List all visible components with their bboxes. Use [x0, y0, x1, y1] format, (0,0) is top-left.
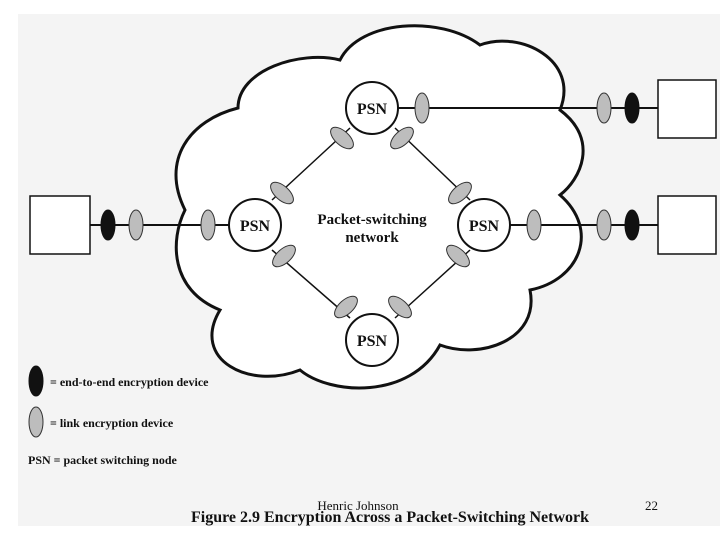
link-device-top-psn [414, 92, 430, 124]
link-device-bottom-left-psn [334, 295, 358, 319]
psn-label-right: PSN [469, 218, 500, 235]
host-top-right [657, 79, 717, 139]
link-device-left-top-psn [270, 181, 294, 205]
host-bottom-right [657, 195, 717, 255]
link-device-bottom-right-host [596, 209, 612, 241]
link-device-left-host [128, 209, 144, 241]
psn-node-bottom: PSN [345, 313, 399, 367]
host-left [29, 195, 91, 255]
footer-page-number: 22 [645, 498, 658, 513]
psn-label-bottom: PSN [357, 333, 388, 350]
link-device-top-left-psn [330, 126, 354, 150]
figure-caption: Figure 2.9 Encryption Across a Packet-Sw… [191, 509, 589, 526]
link-device-left-psn [200, 209, 216, 241]
psn-label-top: PSN [357, 101, 388, 118]
link-device-bottom-right-psn [388, 295, 412, 319]
link-device-top-right-host [596, 92, 612, 124]
legend-end-to-end-label: = end-to-end encryption device [50, 375, 209, 389]
end-to-end-device-left [100, 209, 116, 241]
network-label-line2: network [345, 230, 399, 246]
legend: = end-to-end encryption device = link en… [28, 365, 209, 467]
psn-node-right: PSN [457, 198, 511, 252]
legend-link-icon [28, 406, 44, 438]
psn-node-left: PSN [228, 198, 282, 252]
legend-psn-label: PSN = packet switching node [28, 453, 178, 467]
legend-link-label: = link encryption device [50, 416, 174, 430]
link-device-right-top-psn [448, 181, 472, 205]
network-cloud [174, 24, 585, 390]
psn-node-top: PSN [345, 81, 399, 135]
psn-label-left: PSN [240, 218, 271, 235]
link-device-top-right-psn [390, 126, 414, 150]
footer-author: Henric Johnson [317, 498, 399, 513]
end-to-end-device-top-right [624, 92, 640, 124]
network-label-line1: Packet-switching [317, 212, 427, 228]
link-device-right-psn [526, 209, 542, 241]
link-device-left-bottom-psn [272, 244, 296, 268]
end-to-end-device-bottom-right [624, 209, 640, 241]
legend-end-to-end-icon [28, 365, 44, 397]
link-device-right-bottom-psn [446, 244, 470, 268]
